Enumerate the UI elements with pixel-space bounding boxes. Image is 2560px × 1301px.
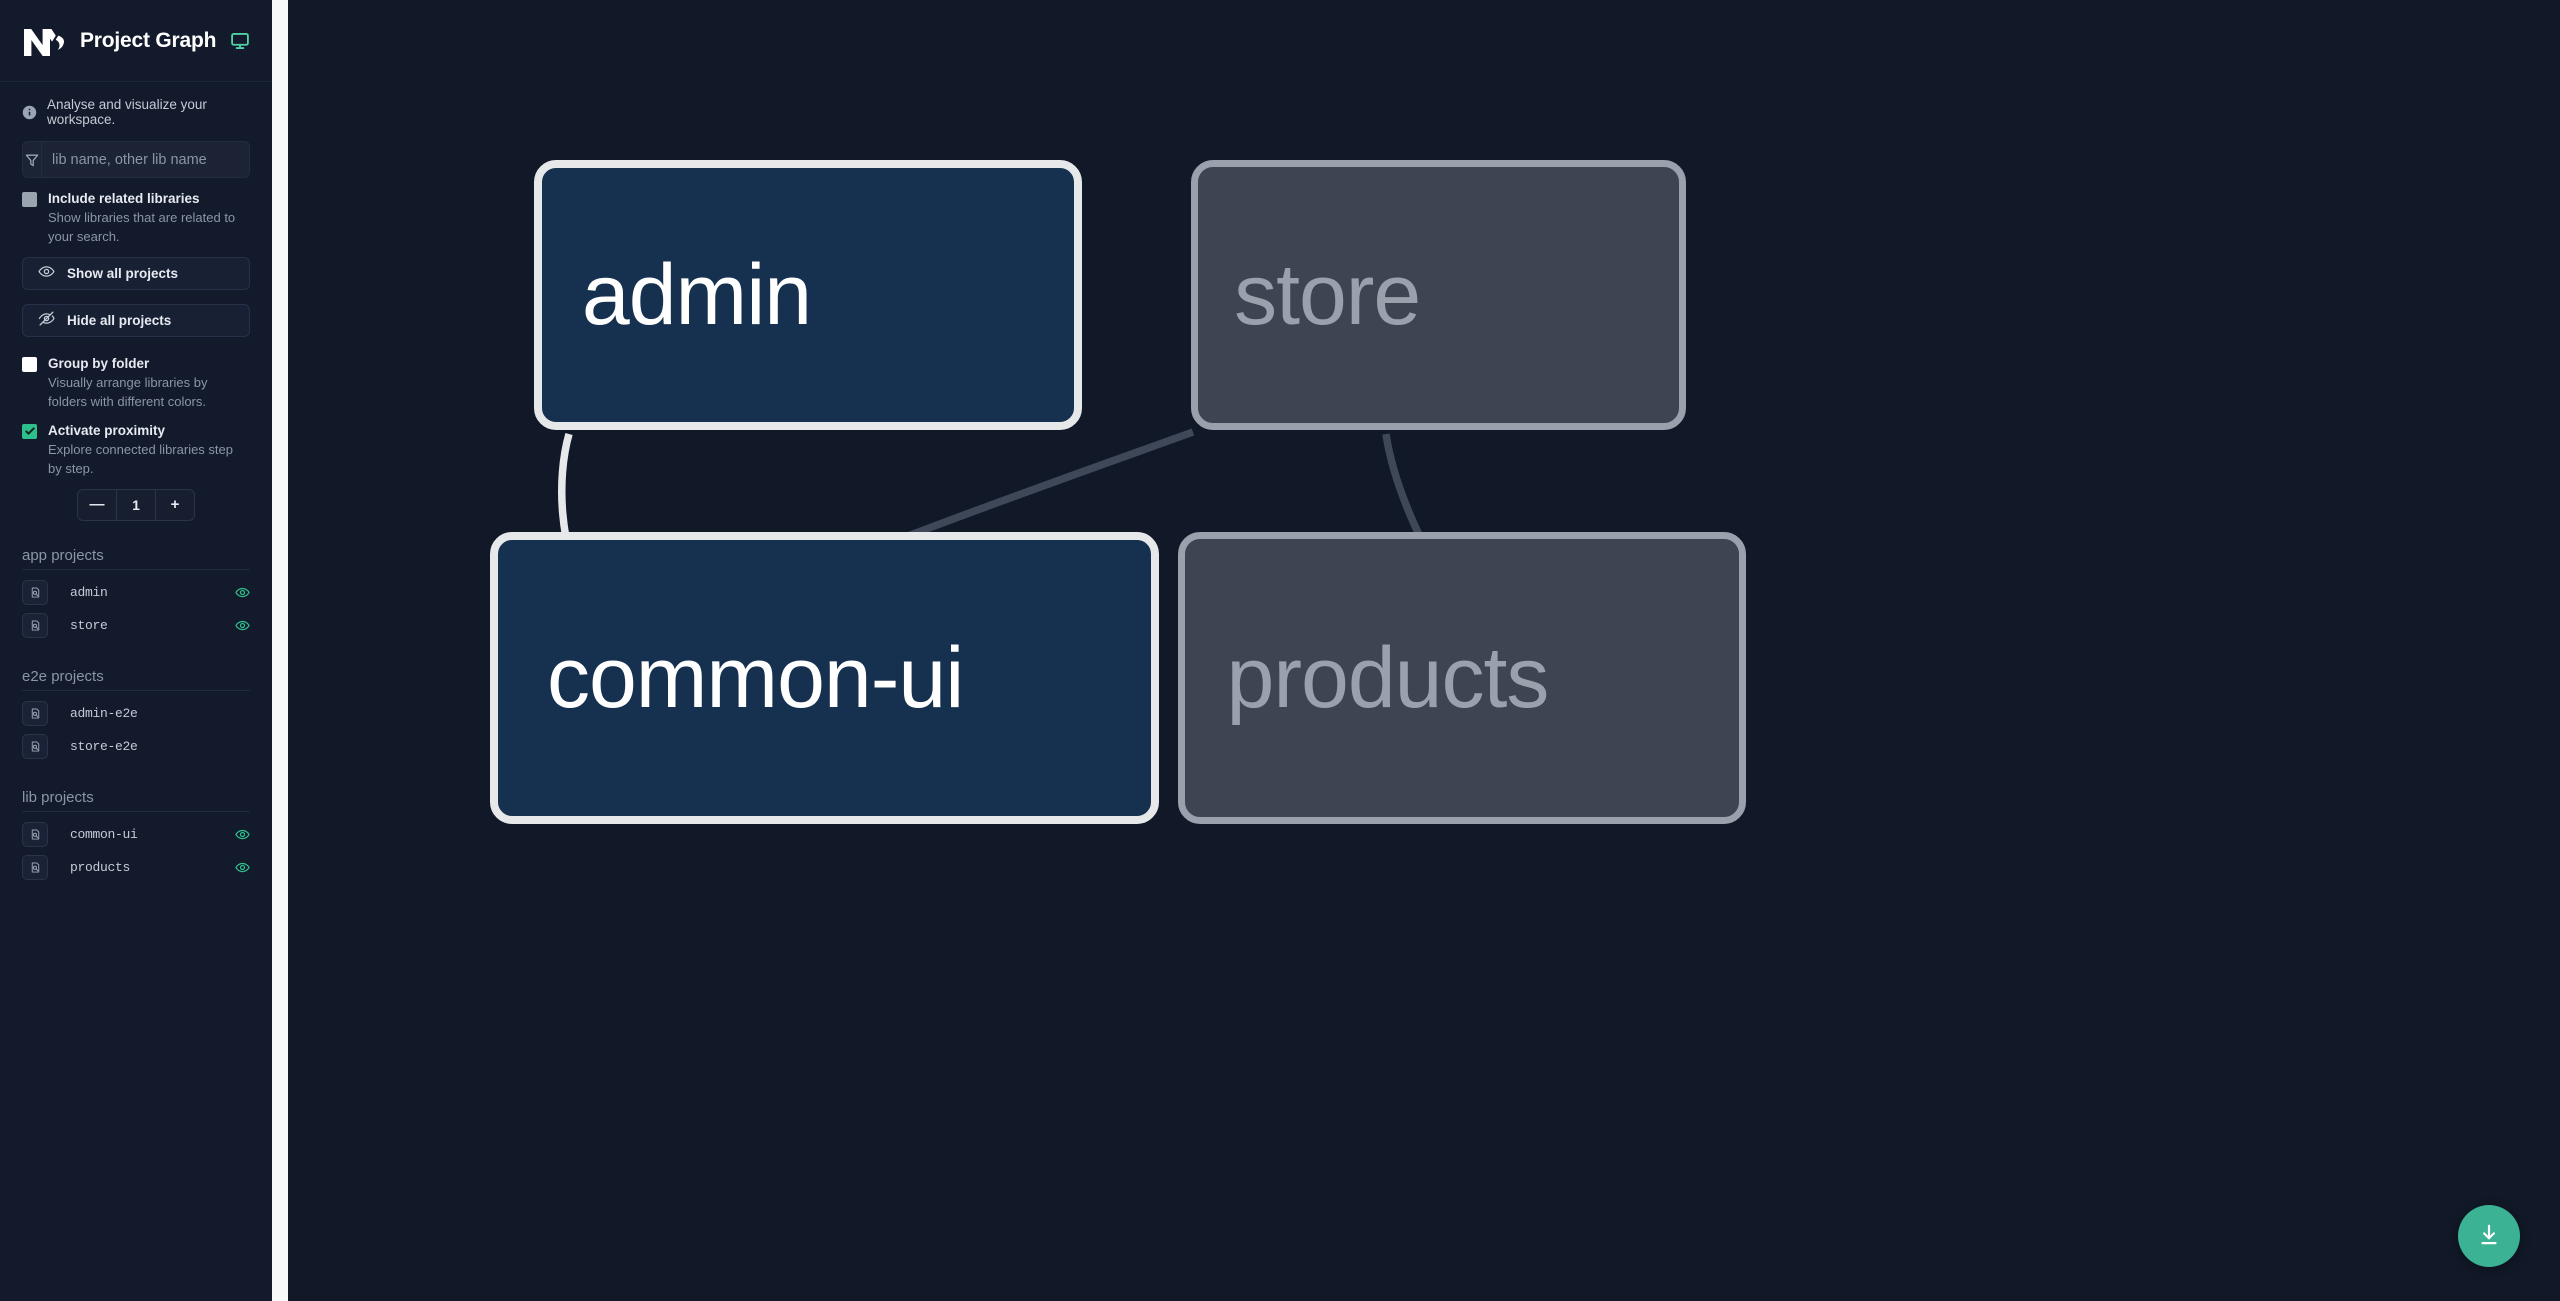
eye-icon[interactable]: [235, 585, 250, 600]
eye-icon[interactable]: [235, 618, 250, 633]
sidebar-header: Project Graph: [0, 0, 272, 82]
project-list-item[interactable]: store: [22, 609, 250, 642]
project-list-item[interactable]: store-e2e: [22, 730, 250, 763]
graph-node-common-ui[interactable]: common-ui: [490, 532, 1159, 824]
project-list-item[interactable]: admin-e2e: [22, 697, 250, 730]
graph-node-label: common-ui: [546, 629, 964, 726]
project-group: app projects admin store: [22, 547, 250, 642]
graph-canvas[interactable]: admin store common-ui products: [288, 0, 2560, 1301]
option-activate-proximity[interactable]: Activate proximity Explore connected lib…: [22, 422, 250, 479]
project-icon: [22, 733, 48, 759]
search-input[interactable]: [42, 142, 249, 177]
filter-funnel-icon: [23, 142, 42, 177]
project-name: admin: [70, 584, 108, 600]
proximity-stepper[interactable]: — 1 +: [77, 488, 195, 521]
search-field[interactable]: [22, 141, 250, 178]
project-name: admin-e2e: [70, 705, 138, 721]
graph-node-label: admin: [581, 246, 812, 343]
proximity-value: 1: [132, 496, 140, 513]
include-related-description: Show libraries that are related to your …: [48, 210, 236, 245]
show-all-projects-label: Show all projects: [67, 265, 179, 281]
page-title: Project Graph: [80, 28, 217, 52]
tagline-text: Analyse and visualize your workspace.: [47, 97, 207, 127]
graph-node-store[interactable]: store: [1191, 160, 1686, 430]
graph-node-label: store: [1234, 246, 1421, 343]
project-group-divider: [22, 810, 250, 812]
activate-proximity-label: Activate proximity: [48, 422, 166, 438]
project-icon: [22, 612, 48, 638]
sidebar-body: Include related libraries Show libraries…: [0, 141, 272, 1301]
proximity-increment-button[interactable]: +: [156, 490, 194, 520]
graph-node-products[interactable]: products: [1178, 532, 1746, 824]
project-group-title: app projects: [22, 546, 104, 564]
sidebar-canvas-divider: [272, 0, 288, 1301]
hide-all-projects-label: Hide all projects: [67, 312, 172, 328]
nx-logo-icon: [22, 23, 66, 59]
eye-icon: [38, 263, 55, 283]
proximity-decrement-button[interactable]: —: [78, 490, 116, 520]
eye-icon[interactable]: [235, 860, 250, 875]
project-list-item[interactable]: common-ui: [22, 818, 250, 851]
option-include-related-libraries[interactable]: Include related libraries Show libraries…: [22, 190, 250, 247]
project-name: products: [70, 859, 131, 875]
monitor-icon[interactable]: [230, 31, 250, 51]
group-by-folder-label: Group by folder: [48, 355, 150, 371]
group-by-folder-checkbox[interactable]: [22, 356, 37, 372]
include-related-checkbox[interactable]: [22, 192, 37, 207]
group-by-folder-description: Visually arrange libraries by folders wi…: [48, 375, 208, 409]
project-group: lib projects common-ui products: [22, 789, 250, 884]
project-groups: app projects admin store e2e projects admin-…: [22, 547, 250, 884]
tagline: Analyse and visualize your workspace.: [0, 82, 272, 141]
project-icon: [22, 700, 48, 726]
eye-off-icon: [38, 310, 55, 330]
project-icon: [22, 821, 48, 847]
project-list-item[interactable]: admin: [22, 576, 250, 609]
show-all-projects-button[interactable]: Show all projects: [22, 256, 250, 290]
info-icon: [22, 105, 37, 120]
project-group: e2e projects admin-e2e store-e2e: [22, 668, 250, 763]
project-list-item[interactable]: products: [22, 851, 250, 884]
download-icon: [2476, 1222, 2502, 1251]
graph-node-admin[interactable]: admin: [534, 160, 1082, 430]
project-name: common-ui: [70, 826, 138, 842]
stepper-separator-right: [155, 489, 156, 520]
project-name: store-e2e: [70, 738, 138, 754]
activate-proximity-description: Explore connected libraries step by step…: [48, 442, 233, 476]
project-icon: [22, 854, 48, 880]
hide-all-projects-button[interactable]: Hide all projects: [22, 303, 250, 337]
project-group-title: lib projects: [22, 788, 94, 806]
project-name: store: [70, 617, 108, 633]
stepper-separator-left: [116, 489, 117, 520]
include-related-label: Include related libraries: [48, 191, 200, 206]
project-icon: [22, 579, 48, 605]
eye-icon[interactable]: [235, 827, 250, 842]
option-group-by-folder[interactable]: Group by folder Visually arrange librari…: [22, 355, 250, 412]
project-group-title: e2e projects: [22, 667, 104, 685]
project-group-divider: [22, 689, 250, 691]
download-graph-button[interactable]: [2458, 1205, 2520, 1267]
activate-proximity-checkbox[interactable]: [22, 423, 37, 439]
graph-node-label: products: [1226, 629, 1550, 726]
project-group-divider: [22, 568, 250, 570]
sidebar: Project Graph Analyse and visualize your…: [0, 0, 272, 1301]
